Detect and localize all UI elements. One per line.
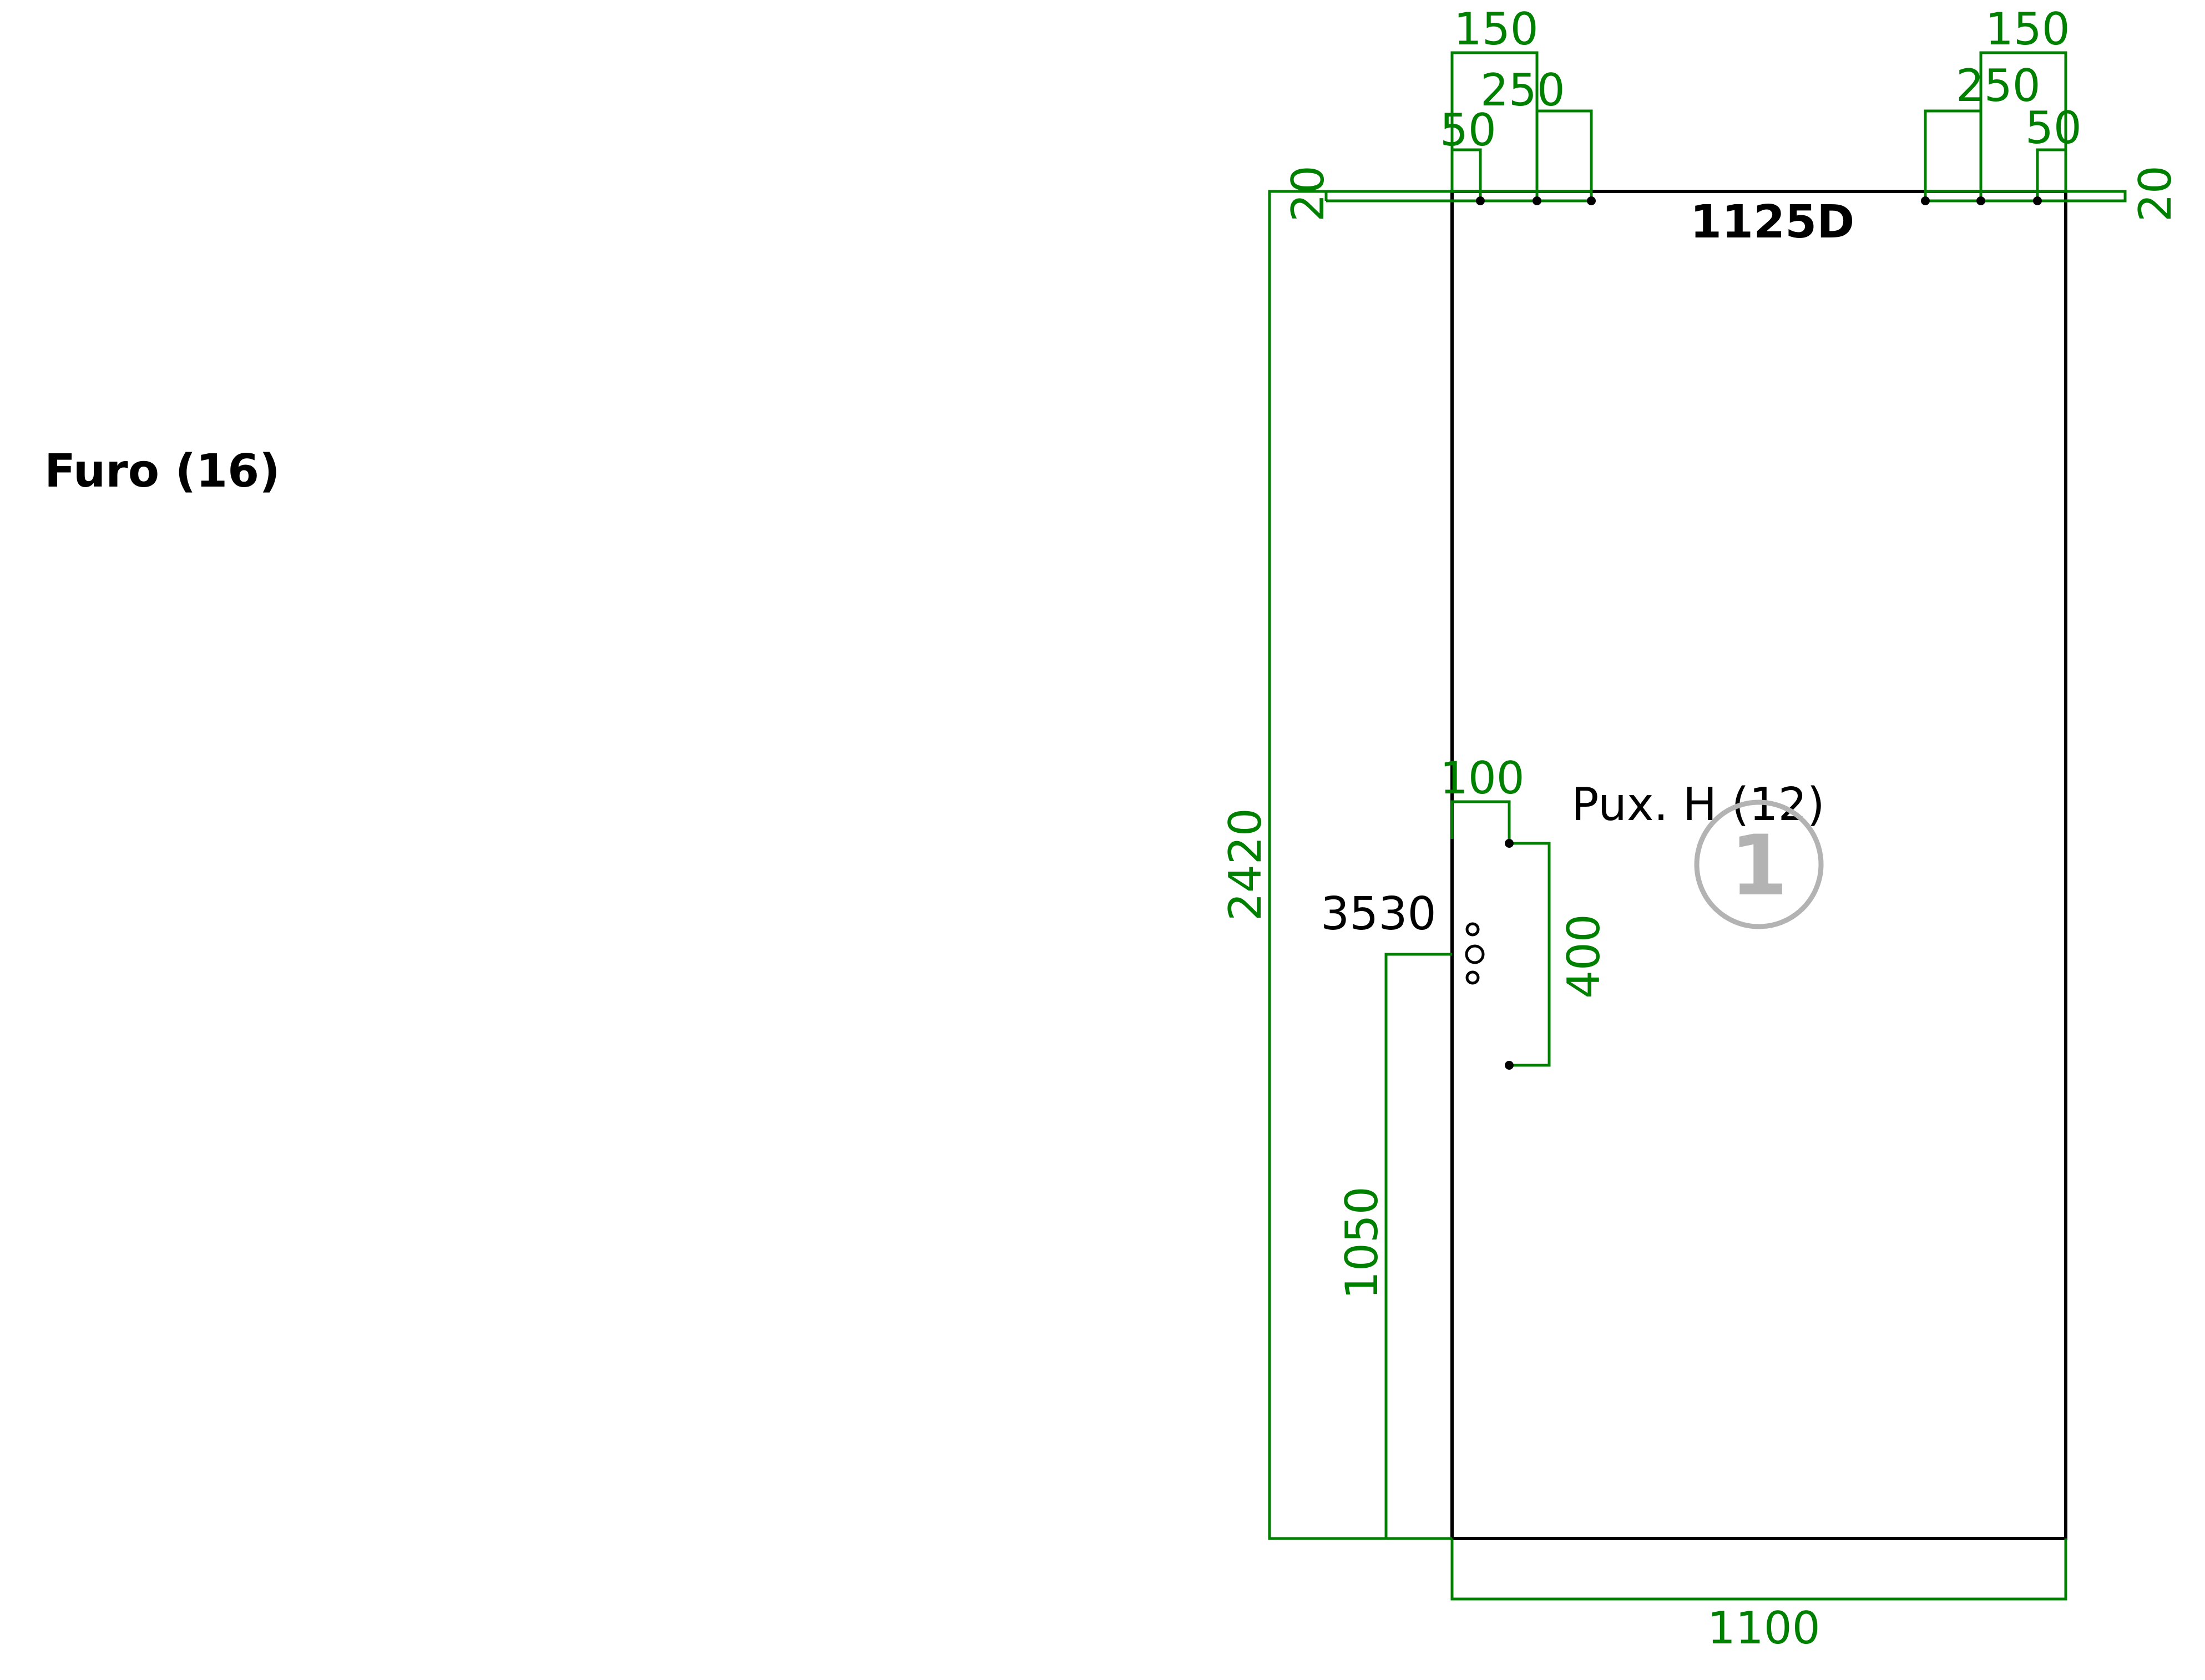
hinge-circle xyxy=(1465,922,1480,937)
dim-handle-height-1050: 1050 xyxy=(1336,1186,1388,1299)
dim-top-right-250: 250 xyxy=(1956,60,2041,112)
dim-handle-span-400: 400 xyxy=(1558,914,1610,999)
handle-hole-bottom xyxy=(1505,1061,1514,1070)
dim-top-left-250: 250 xyxy=(1480,64,1565,116)
panel-code: 1125D xyxy=(1690,196,1854,249)
dim-edge-left-20: 20 xyxy=(1282,165,1334,222)
dim-top-right-150: 150 xyxy=(1985,3,2070,55)
badge-circle xyxy=(1694,799,1824,929)
dim-height-total: 2420 xyxy=(1220,808,1271,921)
hole-marker xyxy=(1533,196,1541,205)
width-dimension: 1100 xyxy=(1450,1539,2067,1654)
hinge-circle xyxy=(1465,970,1480,985)
hole-marker xyxy=(1976,196,1985,205)
dim-top-right-50: 50 xyxy=(2025,102,2082,154)
hinge-circles xyxy=(1465,922,1485,985)
dim-width-total: 1100 xyxy=(1707,1602,1820,1654)
panel-outline xyxy=(1450,190,2067,1540)
hole-marker xyxy=(1921,196,1930,205)
operation-title: Furo (16) xyxy=(44,445,280,498)
handle-hole-top xyxy=(1505,839,1514,848)
top-holes xyxy=(1476,196,2042,205)
top-right-dimensions: 150 250 50 xyxy=(1924,3,2082,200)
handle-ref: 3530 xyxy=(1321,888,1437,940)
badge-number: 1 xyxy=(1730,818,1788,914)
top-left-dimensions: 150 250 50 xyxy=(1440,3,1593,200)
part-number-badge: 1 xyxy=(1694,799,1824,929)
dim-top-left-150: 150 xyxy=(1454,3,1539,55)
hole-marker xyxy=(1476,196,1485,205)
dim-top-left-50: 50 xyxy=(1440,104,1496,156)
height-dimension: 2420 xyxy=(1220,190,1452,1540)
hole-marker xyxy=(2033,196,2042,205)
hole-marker xyxy=(1587,196,1596,205)
edge-20-dimensions: 20 20 xyxy=(1282,165,2181,222)
dim-handle-offset-100: 100 xyxy=(1440,752,1525,804)
dim-edge-right-20: 20 xyxy=(2130,165,2181,222)
handle-dimensions: 100 400 1050 xyxy=(1336,752,1610,1539)
hinge-circle xyxy=(1465,944,1485,964)
